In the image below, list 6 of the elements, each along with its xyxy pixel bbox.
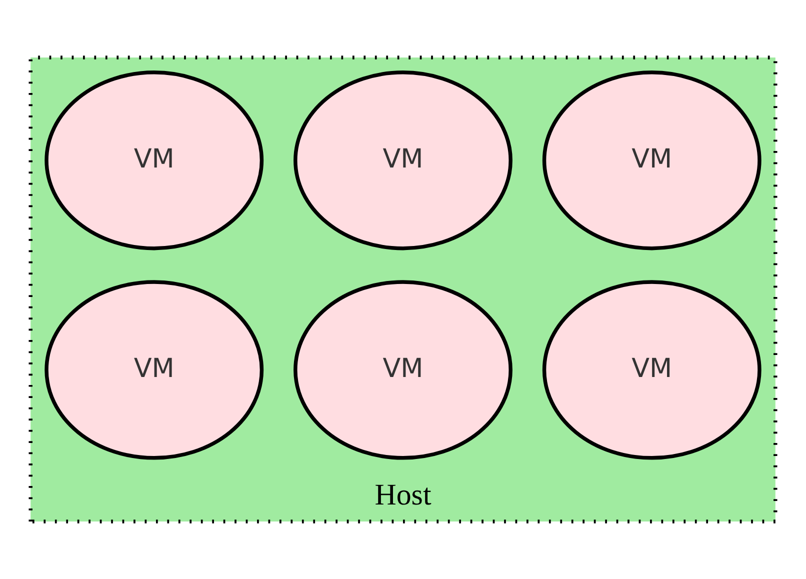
node-ellipse: VM — [294, 70, 512, 250]
node-ellipse: VM — [44, 280, 264, 460]
node-ellipse: VM — [542, 280, 762, 460]
node-ellipse: VM — [542, 70, 762, 250]
node-ellipse: VM — [44, 70, 264, 250]
node-ellipse: VM — [294, 280, 512, 460]
